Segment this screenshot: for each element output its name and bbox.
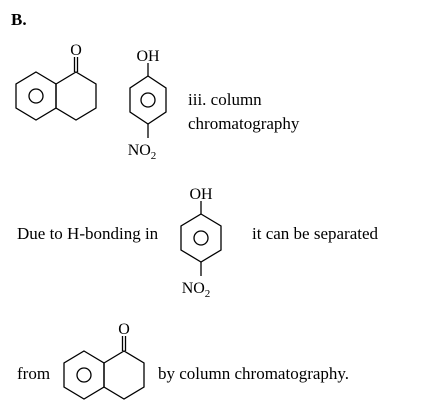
explanation-text-4: by column chromatography. (158, 364, 350, 383)
explanation-text-3: from (17, 364, 51, 383)
oxygen-label-2: O (118, 321, 130, 338)
step-line-2: chromatography (188, 114, 300, 133)
svg-text:NO2: NO2 (128, 142, 157, 162)
step-line-1: iii. column (188, 90, 262, 109)
no2-label-1: NO (128, 142, 151, 159)
no2-label-2: NO (182, 280, 205, 297)
no2-subscript-2: 2 (205, 288, 211, 300)
tetralone-structure-2 (63, 336, 145, 400)
tetralone-structure-1 (15, 57, 97, 121)
section-label: B. (11, 10, 27, 29)
explanation-text-2: it can be separated (252, 224, 379, 243)
explanation-text-1: Due to H-bonding in (17, 224, 159, 243)
svg-text:NO2: NO2 (182, 280, 211, 300)
oh-label-1: OH (136, 48, 160, 65)
nitrophenol-structure-1 (129, 63, 167, 138)
no2-subscript-1: 2 (151, 150, 157, 162)
oxygen-label-1: O (70, 42, 82, 59)
oh-label-2: OH (189, 186, 213, 203)
nitrophenol-structure-2 (180, 201, 222, 276)
